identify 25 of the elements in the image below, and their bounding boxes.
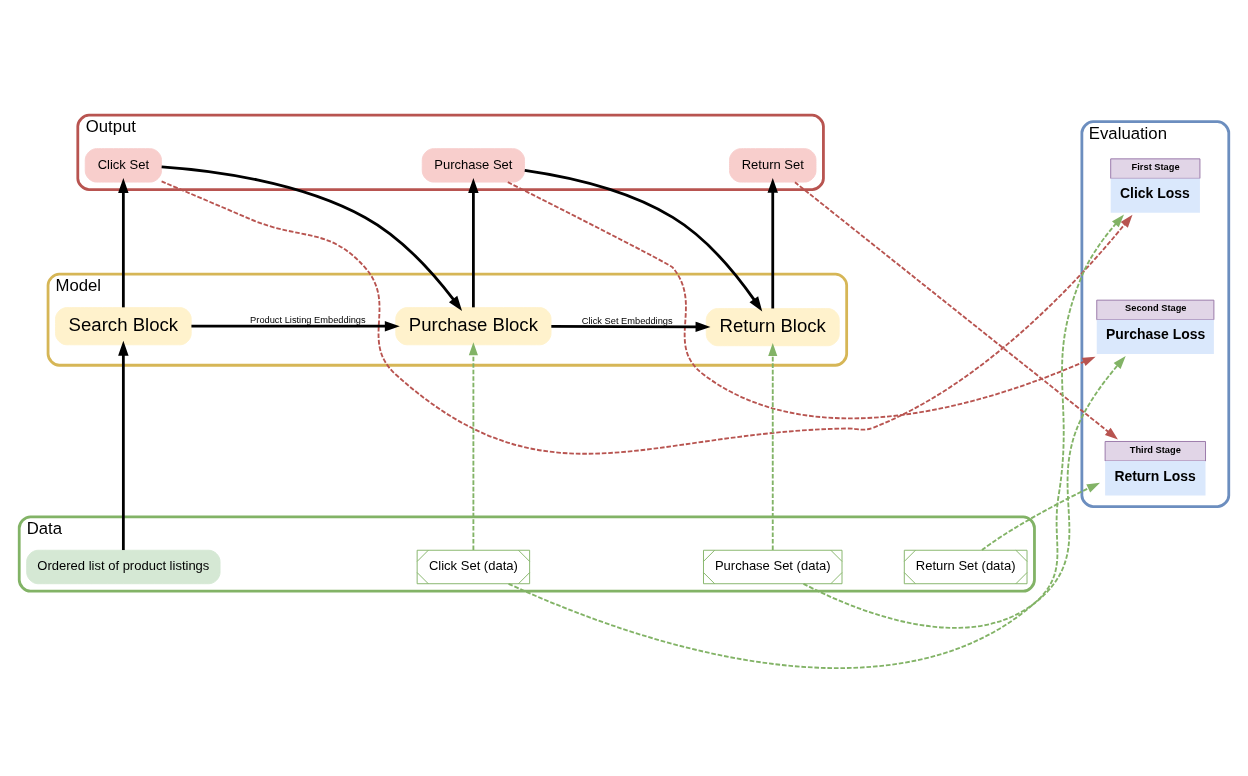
arrow xyxy=(468,342,478,551)
arrow xyxy=(118,340,129,551)
node-box: Purchase Set xyxy=(421,148,525,183)
arrow xyxy=(468,178,479,308)
arrow xyxy=(524,169,763,312)
arrow xyxy=(507,214,1124,669)
arrow xyxy=(160,180,1133,455)
arrow xyxy=(767,177,778,309)
arrow xyxy=(118,178,129,308)
node-box: Return Set xyxy=(729,148,817,183)
node-box: Click Set xyxy=(84,148,162,183)
arrow xyxy=(506,181,1096,420)
arrow xyxy=(551,321,711,333)
node-box: Purchase Block xyxy=(395,307,552,346)
arrow xyxy=(768,343,778,552)
arrow xyxy=(981,482,1101,551)
arrow xyxy=(794,181,1118,440)
edge-label: Click Set Embeddings xyxy=(581,316,673,327)
node-box: Search Block xyxy=(55,307,192,346)
arrow xyxy=(191,320,400,332)
arrow xyxy=(802,356,1126,629)
node-box: Ordered list of product listings xyxy=(26,549,221,585)
edge-label: Product Listing Embeddings xyxy=(250,315,366,326)
node-box: Return Block xyxy=(705,308,840,347)
arrow xyxy=(161,165,463,311)
